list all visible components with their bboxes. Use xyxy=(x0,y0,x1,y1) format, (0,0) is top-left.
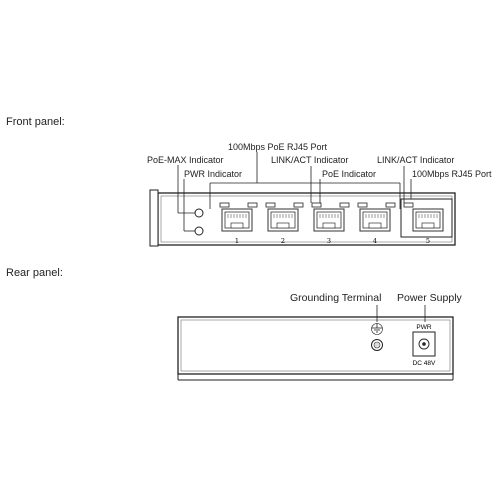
port-leds xyxy=(219,202,414,208)
grounding-terminal-callout: Grounding Terminal xyxy=(290,292,382,304)
poe-port-4 xyxy=(359,208,391,232)
poe-port-3 xyxy=(313,208,345,232)
pwr-led xyxy=(194,226,204,236)
front-panel-side xyxy=(149,189,159,247)
link-act-indicator-callout-right: LINK/ACT Indicator xyxy=(377,155,455,165)
rear-leader-lines xyxy=(376,305,426,322)
poe-port-callout: 100Mbps PoE RJ45 Port xyxy=(228,142,328,152)
poe-port-2 xyxy=(267,208,299,232)
poe-max-indicator-callout: PoE-MAX Indicator xyxy=(147,155,224,165)
pwr-indicator-callout: PWR Indicator xyxy=(184,169,243,179)
uplink-port-frame xyxy=(400,198,453,238)
port-number: 1 xyxy=(235,237,239,245)
poe-port-1 xyxy=(221,208,253,232)
uplink-port-callout: 100Mbps RJ45 Port xyxy=(412,169,492,179)
ground-icon xyxy=(371,323,383,335)
pwr-label: PWR xyxy=(416,324,431,331)
port-number: 2 xyxy=(281,237,285,245)
dc-48v-label: DC 48V xyxy=(413,360,436,367)
front-panel-body xyxy=(157,192,456,246)
front-panel: 1 2 3 4 5 xyxy=(149,189,456,247)
front-panel-label: Front panel: xyxy=(6,116,65,128)
rear-panel: PWR DC 48V xyxy=(177,316,454,381)
port-number: 4 xyxy=(373,237,377,245)
rear-panel-label: Rear panel: xyxy=(6,267,63,279)
port-number: 3 xyxy=(327,237,331,245)
front-leader-lines xyxy=(177,152,412,232)
poe-indicator-callout: PoE Indicator xyxy=(322,169,377,179)
uplink-port-5 xyxy=(412,208,444,232)
link-act-indicator-callout-left: LINK/ACT Indicator xyxy=(271,155,349,165)
power-supply-callout: Power Supply xyxy=(397,292,462,304)
poe-max-led xyxy=(194,208,204,218)
port-number: 5 xyxy=(426,237,430,245)
rear-panel-body xyxy=(177,316,454,375)
